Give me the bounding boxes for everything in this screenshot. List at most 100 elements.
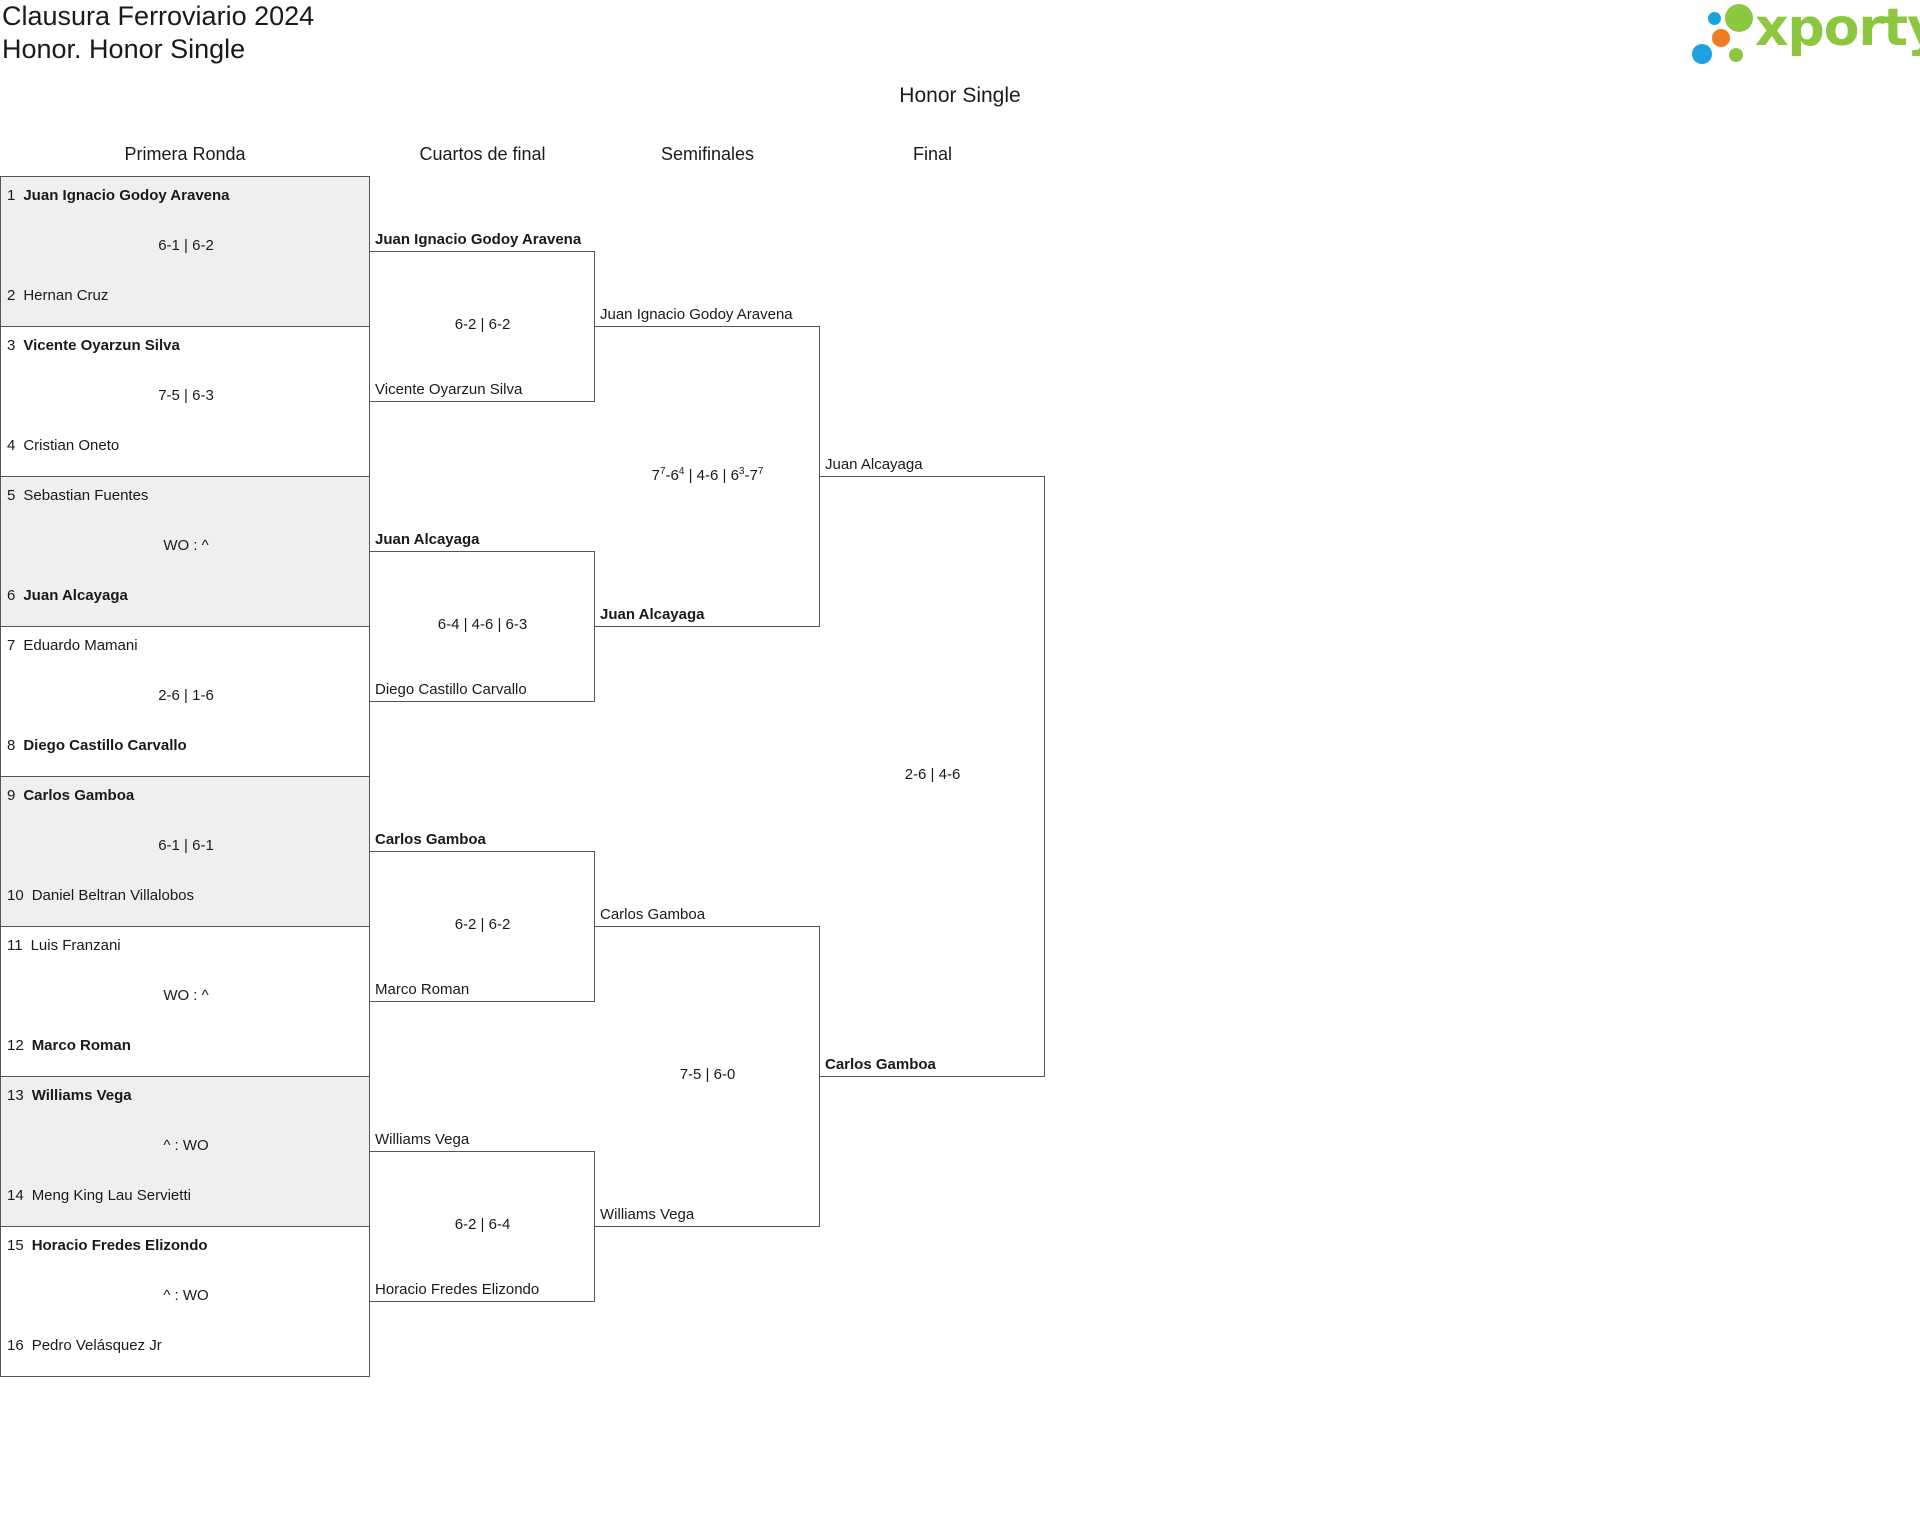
player-name: Marco Roman — [31, 1037, 131, 1054]
match-score: WO : ^ — [163, 987, 209, 1004]
player-name: Juan Alcayaga — [23, 587, 128, 604]
player-name: Hernan Cruz — [23, 287, 109, 304]
seed-number: 2 — [7, 287, 16, 304]
seed-number: 10 — [7, 887, 24, 904]
player-name: Horacio Fredes Elizondo — [31, 1237, 208, 1254]
logo-text: xporty — [1755, 0, 1920, 58]
player-top: 11 Luis Franzani — [7, 937, 121, 954]
quarterfinal-score: 6-4 | 4-6 | 6-3 — [437, 616, 528, 633]
tiebreak-score: 3 — [738, 466, 745, 477]
player-top: 9 Carlos Gamboa — [7, 787, 134, 804]
player-name: Sebastian Fuentes — [23, 487, 149, 504]
quarterfinal-score: 6-2 | 6-2 — [454, 916, 511, 933]
player-name: Eduardo Mamani — [23, 637, 138, 654]
quarterfinal-player-top: Juan Ignacio Godoy Aravena — [375, 231, 582, 248]
match-score: 6-1 | 6-2 — [158, 237, 214, 254]
player-bottom: 16 Pedro Velásquez Jr — [7, 1337, 162, 1354]
match-score: 7-5 | 6-3 — [158, 387, 214, 404]
semifinal-player-top: Juan Ignacio Godoy Aravena — [600, 306, 793, 323]
player-name: Diego Castillo Carvallo — [23, 737, 187, 754]
score-text: 7 — [651, 467, 660, 484]
tiebreak-score: 7 — [659, 466, 666, 477]
quarterfinal-player-top: Williams Vega — [375, 1131, 470, 1148]
quarterfinal-score: 6-2 | 6-2 — [454, 316, 511, 333]
logo-dot-blue — [1692, 44, 1712, 64]
first-round-match: 15 Horacio Fredes Elizondo 16 Pedro Velásqu… — [0, 1226, 370, 1377]
semifinal-score: 7-5 | 6-0 — [679, 1066, 736, 1083]
match-score: ^ : WO — [163, 1287, 209, 1304]
player-name: Pedro Velásquez Jr — [31, 1337, 162, 1354]
seed-number: 1 — [7, 187, 16, 204]
match-score: 2-6 | 1-6 — [158, 687, 214, 704]
seed-number: 7 — [7, 637, 16, 654]
quarterfinal-connector — [370, 851, 595, 1002]
quarterfinal-player-top: Carlos Gamboa — [375, 831, 486, 848]
final-player-top: Juan Alcayaga — [825, 456, 923, 473]
seed-number: 16 — [7, 1337, 24, 1354]
seed-number: 9 — [7, 787, 16, 804]
quarterfinal-connector — [370, 1151, 595, 1302]
player-top: 7 Eduardo Mamani — [7, 637, 138, 654]
seed-number: 4 — [7, 437, 16, 454]
round-heading-final: Final — [912, 144, 952, 164]
quarterfinal-score: 6-2 | 6-4 — [454, 1216, 511, 1233]
player-name: Carlos Gamboa — [23, 787, 135, 804]
match-score: WO : ^ — [163, 537, 209, 554]
player-top: 5 Sebastian Fuentes — [7, 487, 148, 504]
round-heading-semifinals: Semifinales — [660, 144, 755, 164]
final-score: 2-6 | 4-6 — [904, 766, 961, 783]
player-bottom: 14 Meng King Lau Servietti — [7, 1187, 191, 1204]
round-heading-quarterfinals: Cuartos de final — [419, 144, 546, 164]
seed-number: 6 — [7, 587, 16, 604]
first-round-match: 9 Carlos Gamboa 10 Daniel Beltran Villalobo… — [0, 776, 370, 927]
seed-number: 13 — [7, 1087, 24, 1104]
score-text: -6 — [665, 467, 679, 484]
seed-number: 15 — [7, 1237, 24, 1254]
quarterfinal-connector — [370, 251, 595, 402]
seed-number: 14 — [7, 1187, 24, 1204]
player-bottom: 4 Cristian Oneto — [7, 437, 119, 454]
player-name: Luis Franzani — [30, 937, 121, 954]
semifinal-connector — [595, 326, 820, 627]
logo-dot-blue-small — [1708, 12, 1721, 25]
player-name: Cristian Oneto — [23, 437, 120, 454]
seed-number: 12 — [7, 1037, 24, 1054]
tiebreak-score: 4 — [678, 466, 685, 477]
quarterfinal-connector — [370, 551, 595, 702]
semifinal-player-bottom: Juan Alcayaga — [600, 606, 705, 623]
score-text: | 4-6 | 6 — [684, 467, 739, 484]
player-bottom: 6 Juan Alcayaga — [7, 587, 128, 604]
player-name: Vicente Oyarzun Silva — [23, 337, 180, 354]
final-connector — [820, 476, 1045, 1077]
tiebreak-score: 7 — [757, 466, 764, 477]
draw-title: Honor Single — [899, 84, 1021, 107]
first-round-match: 11 Luis Franzani 12 Marco Roman WO : ^ — [0, 926, 370, 1077]
logo-dot-green-small — [1729, 48, 1743, 62]
match-score: 6-1 | 6-1 — [158, 837, 214, 854]
seed-number: 5 — [7, 487, 16, 504]
player-top: 15 Horacio Fredes Elizondo — [7, 1237, 208, 1254]
logo-dot-green — [1725, 4, 1753, 32]
player-bottom: 12 Marco Roman — [7, 1037, 131, 1054]
player-name: Daniel Beltran Villalobos — [31, 887, 195, 904]
seed-number: 11 — [7, 937, 23, 954]
semifinal-connector — [595, 926, 820, 1227]
semifinal-player-bottom: Williams Vega — [600, 1206, 695, 1223]
round-heading-first: Primera Ronda — [124, 144, 246, 164]
player-name: Meng King Lau Servietti — [31, 1187, 191, 1204]
match-score: ^ : WO — [163, 1137, 209, 1154]
first-round-match: 5 Sebastian Fuentes 6 Juan Alcayaga WO : ^ — [0, 476, 370, 627]
quarterfinal-player-bottom: Marco Roman — [375, 981, 470, 998]
tournament-title: Clausura Ferroviario 2024 — [2, 1, 315, 31]
xporty-logo: xporty — [1692, 0, 1920, 68]
logo-dot-orange — [1712, 29, 1730, 47]
